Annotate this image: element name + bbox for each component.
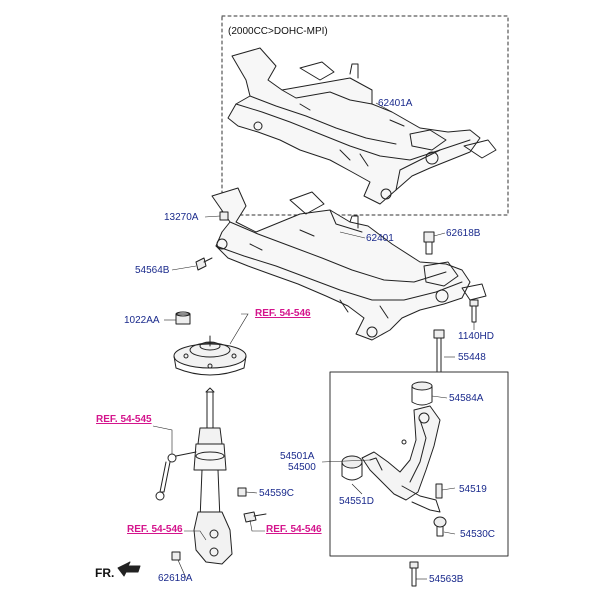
stabilizer-link-drawing [155,451,197,501]
callout-62618b[interactable]: 62618B [446,228,481,239]
nut-54559c-drawing [237,487,247,497]
lower-arm-drawing [361,405,441,513]
ref-54-546-left[interactable]: REF. 54-546 [127,524,183,535]
strut-drawing [193,387,233,565]
callout-54564b[interactable]: 54564B [135,265,170,276]
callout-62401[interactable]: 62401 [366,233,394,244]
bushing-54551d-drawing [341,455,363,481]
lower-arm-box [329,371,509,557]
callout-55448[interactable]: 55448 [458,352,486,363]
strut-mount-drawing [173,335,247,376]
leader-lines [152,102,475,580]
variant-note: (2000CC>DOHC-MPI) [228,26,328,37]
callout-54563b[interactable]: 54563B [429,574,464,585]
callout-54500[interactable]: 54500 [288,462,316,473]
callout-54584a[interactable]: 54584A [449,393,484,404]
bolt-13270a-drawing [219,211,229,221]
subframe-62401a-drawing [227,47,497,205]
bolt-1140hd-drawing [469,299,479,323]
nut-1022aa-drawing [175,311,191,325]
front-marker: FR. [95,566,115,580]
ref-54-546-top[interactable]: REF. 54-546 [255,308,311,319]
bolt-55448-drawing [433,329,445,373]
callout-1140hd[interactable]: 1140HD [458,331,494,342]
bushing-54584a-drawing [411,381,433,406]
callout-54559c[interactable]: 54559C [259,488,295,499]
callout-54530c[interactable]: 54530C [460,529,496,540]
front-arrow-icon [117,561,141,577]
subframe-62401-drawing [211,187,487,341]
strut-bolt-drawing [243,511,267,523]
callout-54551d[interactable]: 54551D [339,496,375,507]
callout-1022aa[interactable]: 1022AA [124,315,160,326]
callout-13270a[interactable]: 13270A [164,212,199,223]
variant-box [221,15,509,216]
callout-54519[interactable]: 54519 [459,484,487,495]
ball-joint-drawing [433,516,447,537]
callout-62618a[interactable]: 62618A [158,573,193,584]
callout-54501a[interactable]: 54501A [280,451,315,462]
bolt-54519-drawing [435,483,443,499]
ref-54-546-right[interactable]: REF. 54-546 [266,524,322,535]
bolt-62618b-drawing [423,231,435,255]
ref-54-545[interactable]: REF. 54-545 [96,414,152,425]
callout-62401a[interactable]: 62401A [378,98,413,109]
bolt-54563b-drawing [409,561,419,587]
nut-62618a-drawing [171,551,181,561]
bolt-54564b-drawing [195,257,213,271]
